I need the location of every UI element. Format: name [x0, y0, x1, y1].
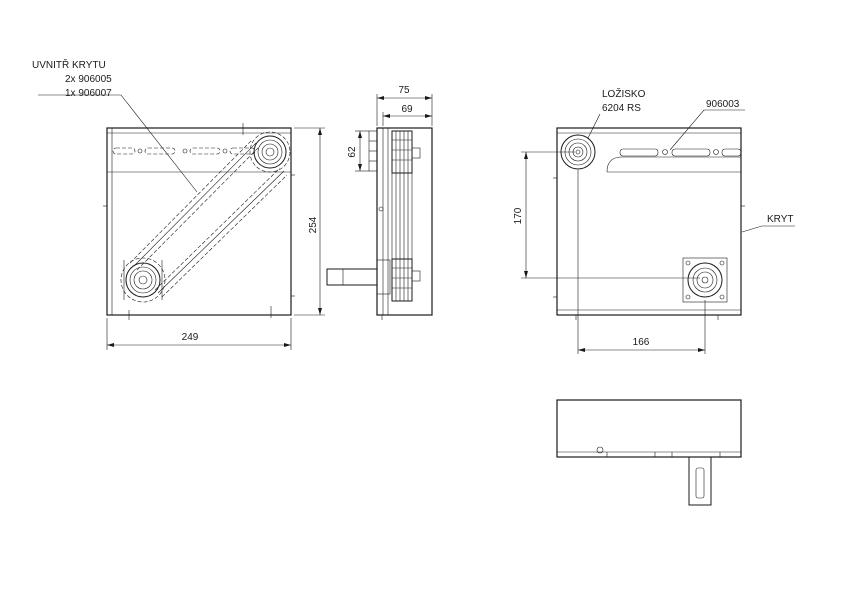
center-horizontal-label: 166	[633, 337, 650, 348]
inside-cover-title: UVNITŘ KRYTU	[32, 58, 106, 71]
bearing-callout: LOŽISKO 6204 RS	[587, 87, 646, 139]
rear-slots	[619, 148, 742, 157]
bottom-housing-outline	[556, 399, 742, 458]
inside-cover-line2: 1x 906007	[65, 88, 112, 99]
inside-cover-line1: 2x 906005	[65, 74, 112, 85]
depth-total-dimension: 75	[376, 85, 433, 126]
inside-cover-callout: UVNITŘ KRYTU 2x 906005 1x 906007	[32, 58, 198, 193]
width-dimension-label: 249	[182, 332, 199, 343]
output-shaft	[326, 259, 391, 295]
mounting-slots	[112, 147, 256, 155]
side-housing-outline	[376, 127, 433, 316]
cover-callout: KRYT	[741, 214, 795, 233]
part-number-callout: 906003	[669, 99, 745, 151]
center-vertical-label: 170	[513, 207, 524, 224]
depth-body-label: 69	[401, 104, 413, 115]
rear-view: LOŽISKO 6204 RS 906003 KRYT 170 166	[513, 87, 795, 354]
depth-body-dimension: 69	[382, 104, 432, 126]
depth-total-label: 75	[398, 85, 410, 96]
drive-belt	[129, 139, 288, 298]
width-dimension: 249	[106, 318, 292, 350]
rear-housing-outline	[556, 127, 742, 316]
part-number-label: 906003	[706, 99, 740, 110]
center-horizontal-dimension: 166	[577, 170, 706, 354]
bearing-type: 6204 RS	[602, 103, 641, 114]
bearing-title: LOŽISKO	[602, 87, 646, 100]
front-housing-outline	[106, 127, 292, 316]
lower-pulley	[120, 257, 166, 303]
front-view: UVNITŘ KRYTU 2x 906005 1x 906007 249 254	[32, 58, 325, 350]
center-vertical-dimension: 170	[513, 151, 700, 279]
height-dimension-label: 254	[308, 216, 319, 233]
side-view: 75 69 62	[326, 85, 433, 320]
lower-flange-bearing	[682, 257, 728, 303]
flange-dimension: 62	[347, 130, 369, 172]
bottom-view	[556, 399, 742, 506]
upper-pulley	[249, 131, 291, 173]
height-dimension: 254	[294, 127, 325, 316]
belt-stack	[391, 130, 413, 302]
bottom-shaft	[688, 456, 712, 506]
cover-label: KRYT	[767, 214, 794, 225]
flange-label: 62	[347, 146, 358, 158]
fixing-studs	[103, 123, 295, 320]
